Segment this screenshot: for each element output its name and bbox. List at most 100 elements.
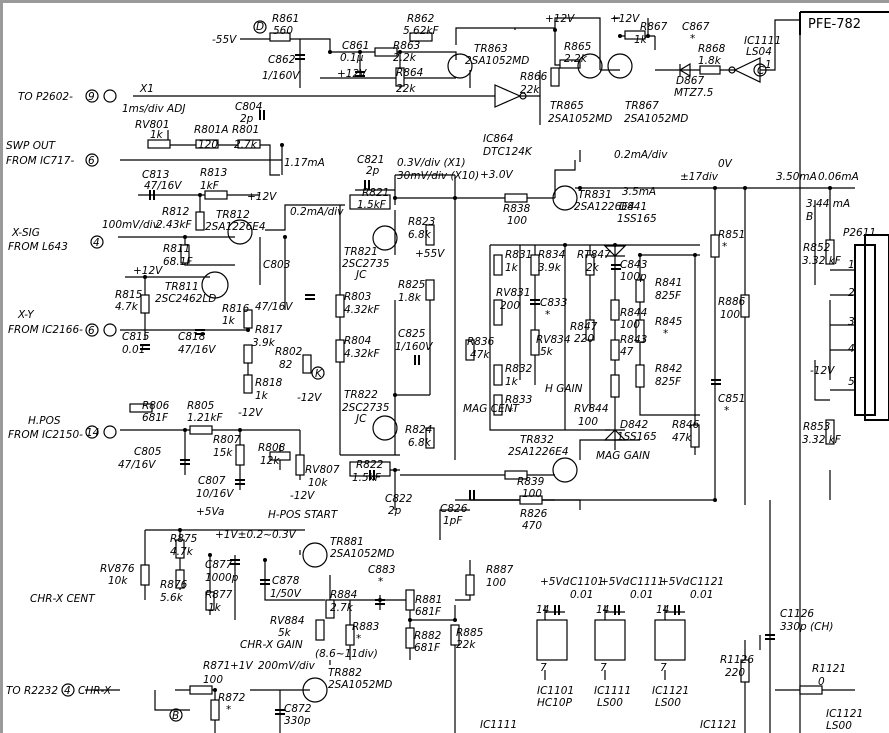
port-ov-ma: B <box>806 211 813 223</box>
c867-name: C867 <box>682 21 710 33</box>
c807-val: 10/16V <box>196 488 234 500</box>
r818-val: 1k <box>255 390 269 402</box>
tr831-val: 2SA1226E4 <box>574 201 635 213</box>
r876-name: R876 <box>160 579 188 591</box>
r816-val: 1k <box>222 315 236 327</box>
resistor-r842-symbol <box>635 364 645 388</box>
d867-val: MTZ7.5 <box>674 87 714 99</box>
r802-name: R802 <box>275 346 303 358</box>
port-hpos-num: 14 <box>86 427 99 439</box>
rv807-name: RV807 <box>305 464 340 476</box>
resistor-r805-symbol <box>189 425 213 435</box>
ic1111-name: IC1111 <box>594 685 631 697</box>
r875-name: R875 <box>170 533 198 545</box>
r805-name: R805 <box>187 400 215 412</box>
r871-name: R871 <box>203 660 230 672</box>
r838-val: 100 <box>507 215 527 227</box>
ic1121-name: IC1121 <box>652 685 689 697</box>
note-n15: +1V <box>230 660 253 672</box>
r803-name: R803 <box>344 291 371 303</box>
r826-name: R826 <box>520 508 548 520</box>
c805-val: 47/16V <box>118 459 156 471</box>
rv831-symbol <box>493 299 503 326</box>
tr863-val: 2SA1052MD <box>465 55 529 67</box>
rv884-val: 5k <box>278 627 292 639</box>
rv801-symbol <box>147 139 171 149</box>
resistor-r863-symbol <box>374 47 398 57</box>
ic1101-val: HC10P <box>537 697 573 709</box>
resistor-r833-symbol <box>493 394 503 416</box>
r845-val: * <box>663 328 668 340</box>
capacitor-symbols <box>140 54 775 715</box>
tr882-val: 2SA1052MD <box>328 679 392 691</box>
resistor-r1121-symbol <box>799 685 823 695</box>
port-p5vd2: +5Vd <box>600 576 630 588</box>
r885-val: 22k <box>456 639 476 651</box>
r834-name: R834 <box>538 249 565 261</box>
r802-val: 82 <box>279 359 293 371</box>
resistor-r1126-symbol <box>740 659 750 683</box>
tr832-val: 2SA1226E4 <box>508 446 569 458</box>
ic1111a-name: IC1111 <box>744 35 781 47</box>
pin-1: 1 <box>765 59 772 71</box>
rv834-name: RV834 <box>536 334 571 346</box>
r815-name: R815 <box>115 289 143 301</box>
tr812-val: 2SA1226E4 <box>205 221 266 233</box>
resistor-r887-symbol <box>465 574 475 596</box>
resistor-r834-symbol <box>530 254 540 276</box>
r822-val: 1.5kF <box>352 472 382 484</box>
c878-name: C878 <box>272 575 300 587</box>
adj-h-gain: H GAIN <box>545 383 583 395</box>
c861-name: C861 <box>342 40 369 52</box>
ic1121-val: LS00 <box>655 697 681 709</box>
resistor-r818-symbol <box>243 374 253 394</box>
resistor-r885-symbol <box>450 624 460 646</box>
r805-val: 1.21kF <box>187 412 223 424</box>
c822-val: 2p <box>388 505 402 517</box>
c1111-name: C1111 <box>630 576 664 588</box>
r846-name: R846 <box>672 419 700 431</box>
c862-name: C862 <box>268 54 296 66</box>
resistor-r832-symbol <box>493 364 503 386</box>
resistor-r851-symbol <box>710 234 720 258</box>
tr865-name: TR865 <box>550 100 584 112</box>
pin-ic1111-7: 7 <box>600 662 607 674</box>
resistor-r816-symbol <box>243 309 253 329</box>
tr831-name: TR831 <box>578 189 612 201</box>
resistor-r868-symbol <box>699 65 721 75</box>
port-swp-num: 6 <box>88 155 95 167</box>
tr821-name: TR821 <box>344 246 378 258</box>
r821-name: R821 <box>362 187 389 199</box>
rv834-symbol <box>530 329 540 356</box>
ic1121-body <box>654 619 686 661</box>
resistor-r871-symbol <box>189 685 213 695</box>
resistor-r815-symbol <box>140 294 150 314</box>
resistor-r802-symbol <box>302 354 312 374</box>
ic1101-name: IC1101 <box>537 685 574 697</box>
ref-c: C <box>757 65 765 77</box>
c851-val: * <box>724 405 729 417</box>
c804-name: C804 <box>235 101 262 113</box>
c807-name: C807 <box>198 475 226 487</box>
r1126-name: R1126 <box>720 654 754 666</box>
r839-name: R839 <box>517 476 545 488</box>
r821-val: 1.5kF <box>357 199 387 211</box>
c883-name: C883 <box>368 564 395 576</box>
port-m55: -55V <box>212 34 237 46</box>
resistor-r826-symbol <box>519 495 543 505</box>
r842-name: R842 <box>655 363 683 375</box>
c803-name: C803 <box>263 259 290 271</box>
r853-val: 3.32 kF <box>802 434 842 446</box>
resistor-r825-symbol <box>425 279 435 301</box>
page-id: PFE-782 <box>808 17 861 32</box>
r1126-val: 220 <box>725 667 745 679</box>
r836-name: R836 <box>467 336 495 348</box>
resistor-r862-symbol <box>409 32 433 42</box>
c862-val: 1/160V <box>262 70 300 82</box>
jc2: JC <box>354 413 367 425</box>
adj-mag-cent-1: MAG CENT <box>463 403 521 415</box>
port-xsig2: FROM L643 <box>8 241 68 253</box>
r807-val: 15k <box>213 447 233 459</box>
page-id-box <box>799 11 889 35</box>
